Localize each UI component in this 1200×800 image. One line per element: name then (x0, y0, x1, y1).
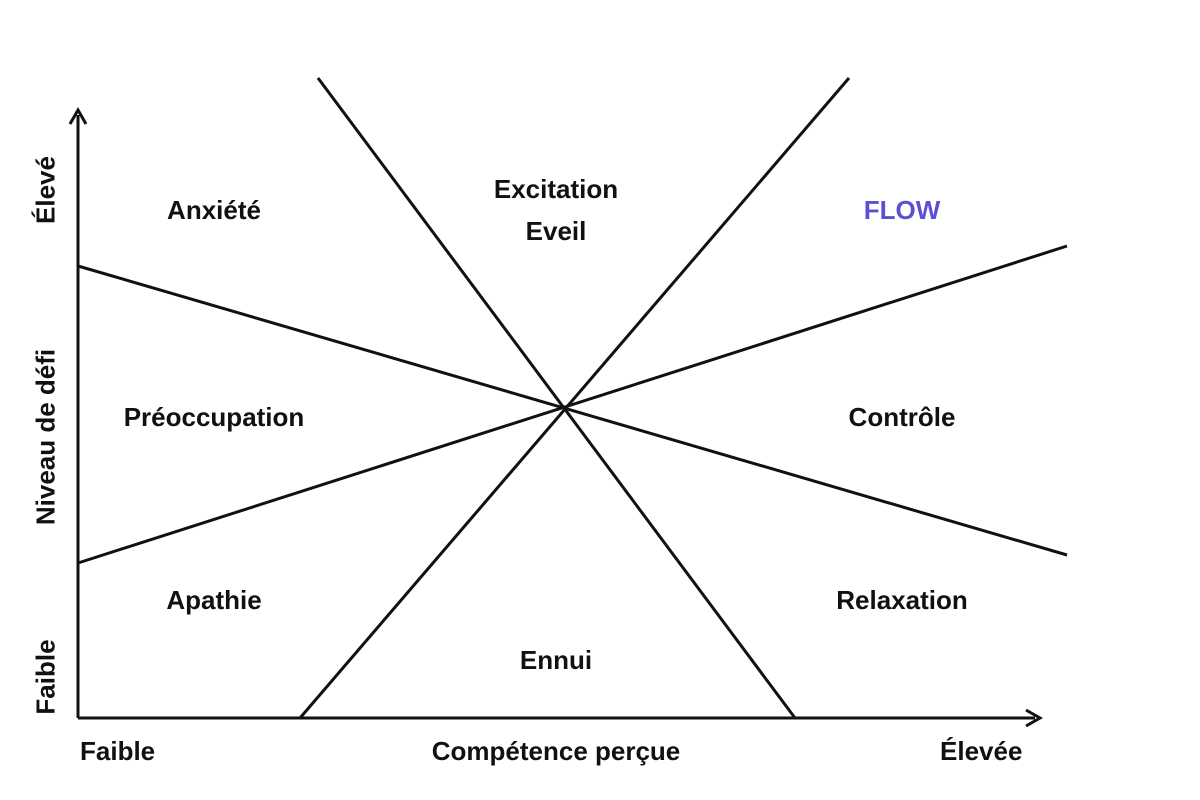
x-axis-arrowhead (1025, 708, 1044, 728)
divider-shallow-up (77, 244, 1068, 565)
y-axis-arrowhead (68, 106, 88, 125)
y-axis-high-label: Élevé (30, 156, 61, 224)
divider-shallow-down (77, 264, 1068, 557)
region-worry: Préoccupation (123, 402, 305, 432)
region-apathy: Apathie (166, 585, 262, 615)
y-axis-low-label: Faible (30, 639, 61, 715)
region-arousal-line1: Excitation (493, 174, 619, 204)
region-arousal-line2: Eveil (525, 216, 587, 246)
y-axis-title: Niveau de défi (30, 348, 61, 526)
region-boredom: Ennui (519, 645, 593, 675)
region-control: Contrôle (848, 402, 956, 432)
divider-steep-up (298, 77, 851, 719)
region-anxiety: Anxiété (167, 195, 261, 225)
x-axis-high-label: Élevée (940, 736, 1023, 766)
x-axis-title: Compétence perçue (431, 736, 681, 766)
region-relaxation: Relaxation (836, 585, 968, 615)
x-axis-low-label: Faible (80, 736, 156, 766)
region-flow: FLOW (863, 195, 941, 225)
divider-steep-down (316, 77, 797, 719)
